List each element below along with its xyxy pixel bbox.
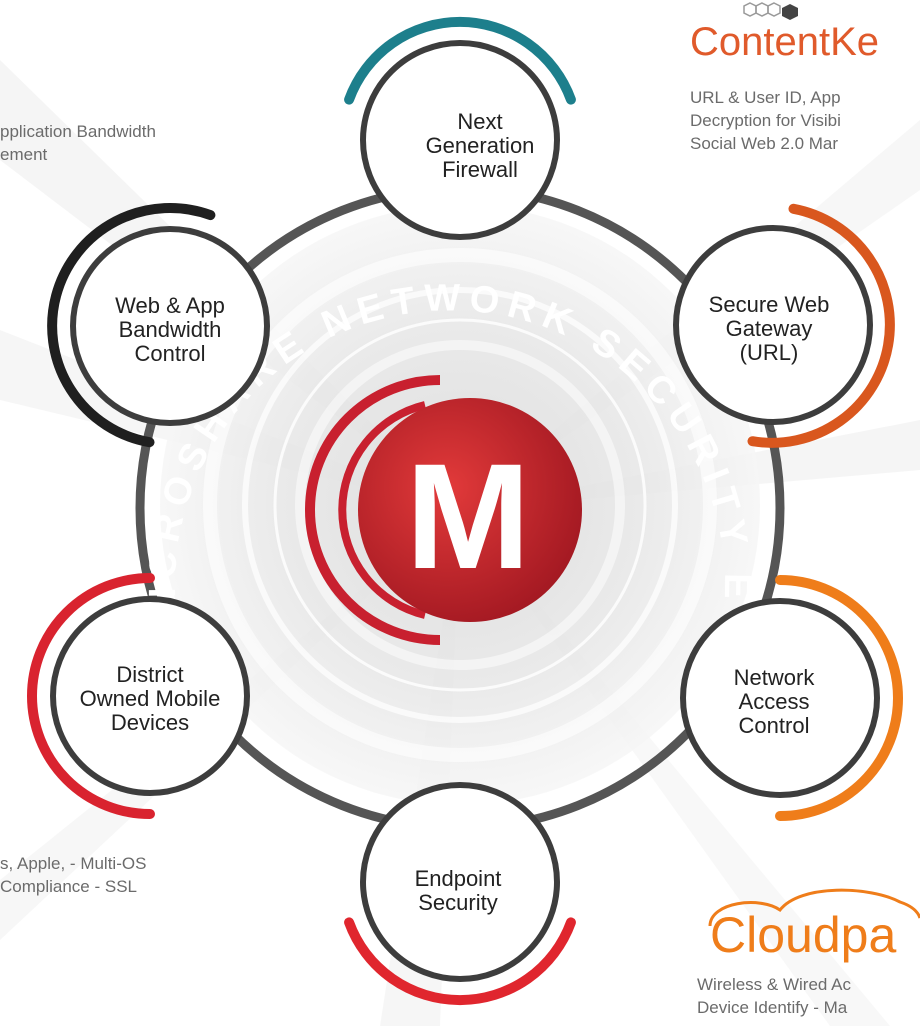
node-label-secure-web-gateway: Secure Web Gateway (URL) bbox=[708, 292, 830, 365]
cloudpath-description: Wireless & Wired Ac Device Identify - Ma bbox=[697, 975, 851, 1017]
node-circles bbox=[50, 40, 880, 982]
node-arc-nac bbox=[775, 575, 903, 821]
node-arc-swg bbox=[747, 203, 895, 448]
logo-letter: M bbox=[406, 432, 531, 600]
node-circle-endpoint bbox=[360, 782, 560, 982]
contentkeeper-brand: ContentKe bbox=[690, 20, 880, 64]
mobile-note: s, Apple, - Multi-OS Compliance - SSL bbox=[0, 854, 147, 896]
cloudpath-logo: Cloudpa bbox=[710, 906, 896, 964]
node-circle-nac bbox=[680, 598, 880, 798]
node-label-endpoint-security: Endpoint Security bbox=[414, 866, 502, 915]
node-label-network-access-control: Network Access Control bbox=[733, 665, 815, 738]
contentkeeper-logo: ContentKe bbox=[690, 20, 879, 65]
node-label-bandwidth-control: Web & App Bandwidth Control bbox=[115, 293, 225, 366]
node-label-mobile-devices: District Owned Mobile Devices bbox=[79, 662, 221, 735]
cloudpath-brand: Cloudpa bbox=[710, 907, 897, 963]
node-arc-mobile bbox=[27, 573, 155, 819]
node-circle-mobile bbox=[50, 596, 250, 796]
node-arc-bandwidth bbox=[47, 203, 216, 448]
contentkeeper-description: URL & User ID, App Decryption for Visibi… bbox=[690, 88, 841, 153]
bandwidth-note: pplication Bandwidth ement bbox=[0, 122, 156, 164]
hub-logo: M bbox=[305, 375, 582, 645]
node-arcs bbox=[27, 16, 903, 1006]
node-arc-firewall bbox=[344, 16, 576, 105]
cloudpath-cloud-icon bbox=[708, 888, 920, 927]
node-arc-endpoint bbox=[344, 917, 576, 1006]
hub-decorative-rings bbox=[203, 248, 717, 762]
node-circle-swg bbox=[673, 225, 873, 425]
contentkeeper-hex-icon bbox=[743, 2, 798, 20]
node-label-firewall: Next Generation Firewall bbox=[425, 109, 535, 182]
node-circle-firewall bbox=[360, 40, 560, 240]
node-circle-bandwidth bbox=[70, 226, 270, 426]
